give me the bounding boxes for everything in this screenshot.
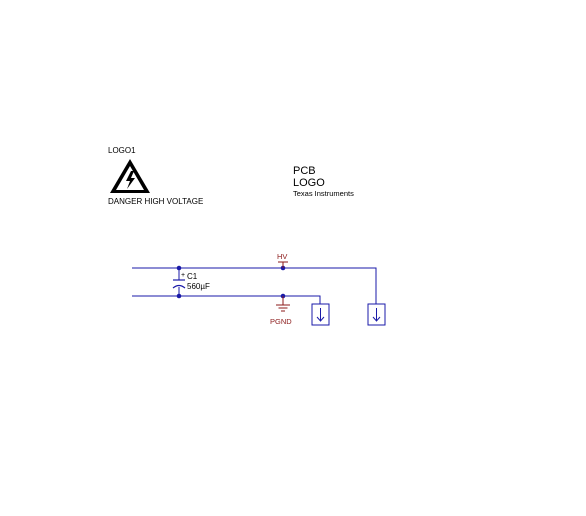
pcb-logo-line3: Texas Instruments (293, 189, 354, 198)
wires (132, 267, 377, 304)
ground-icon (276, 296, 290, 312)
pgnd-net-label: PGND (270, 317, 292, 326)
high-voltage-warning-icon (110, 159, 150, 193)
hv-wire[interactable] (132, 267, 377, 304)
capacitor-refdes: C1 (187, 272, 198, 281)
pcb-logo-line2: LOGO (293, 177, 325, 189)
hv-connector-pin[interactable] (367, 303, 386, 326)
pgnd-connector-pin[interactable] (311, 303, 330, 326)
capacitor-symbol[interactable] (172, 279, 186, 289)
pgnd-wire[interactable] (132, 295, 321, 304)
logo-refdes: LOGO1 (108, 146, 136, 155)
capacitor-value: 560µF (187, 282, 210, 291)
capacitor-polarity: + (181, 272, 185, 279)
hv-net-label: HV (277, 252, 287, 261)
hv-power-flag (278, 261, 288, 268)
junction-dot (176, 265, 182, 271)
logo-caption: DANGER HIGH VOLTAGE (108, 197, 203, 206)
junction-dot (176, 293, 182, 299)
pcb-logo-line1: PCB (293, 165, 316, 177)
